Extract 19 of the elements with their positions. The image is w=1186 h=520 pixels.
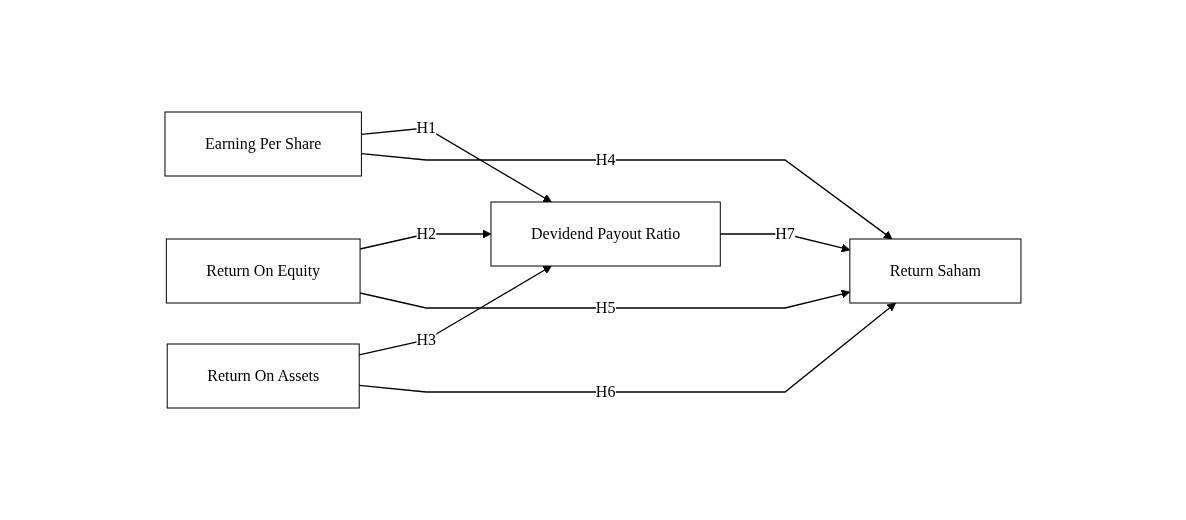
edge-label: H4 <box>595 151 616 168</box>
node-box: Earning Per Share <box>164 111 362 177</box>
arrow <box>358 265 552 356</box>
edge-label: H1 <box>416 119 436 136</box>
node-box: Return On Assets <box>166 343 360 409</box>
arrow <box>360 127 552 203</box>
edge-label: H7 <box>775 225 795 242</box>
arrow <box>359 289 851 309</box>
node-box: Return Saham <box>849 238 1022 304</box>
arrow <box>360 153 893 240</box>
arrow <box>719 233 851 253</box>
edge-label: H3 <box>416 331 436 348</box>
arrow <box>359 229 492 250</box>
node-box: Devidend Payout Ratio <box>490 201 721 267</box>
edge-label: H2 <box>416 225 436 242</box>
arrow <box>358 302 897 393</box>
node-box: Return On Equity <box>165 238 361 304</box>
edge-label: H6 <box>595 383 616 400</box>
edge-label: H5 <box>595 299 616 316</box>
